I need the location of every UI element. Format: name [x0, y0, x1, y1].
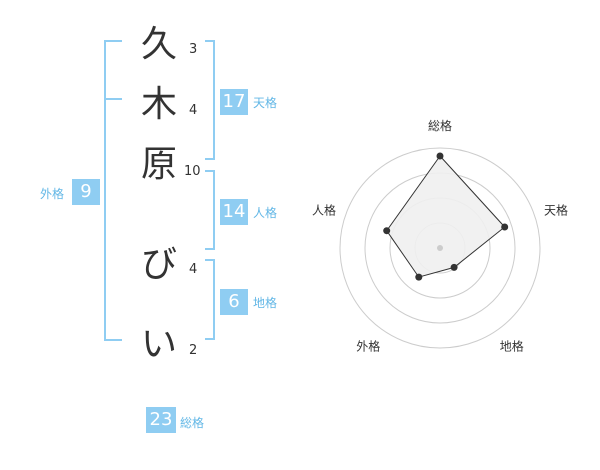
name-char-2: 木 — [140, 84, 177, 125]
tenkaku-label: 天格 — [253, 96, 278, 110]
radar-axis-label-1: 総格 — [428, 118, 452, 133]
name-char-3: 原 — [140, 144, 177, 185]
tenkaku-badge: 17 — [220, 89, 248, 115]
radar-axis-label-4: 外格 — [356, 339, 380, 354]
jinkaku-badge: 14 — [220, 199, 248, 225]
radar-center-dot — [437, 245, 443, 251]
radar-point-5 — [383, 227, 391, 235]
gaikaku-badge: 9 — [72, 179, 100, 205]
chikaku-badge: 6 — [220, 289, 248, 315]
soukaku-badge: 23 — [146, 407, 176, 433]
soukaku-label: 総格 — [180, 416, 205, 430]
name-char-5: い — [140, 324, 177, 365]
name-char-4: び — [140, 244, 177, 285]
gaikaku-label: 外格 — [40, 187, 65, 201]
radar-ring-4 — [339, 147, 541, 349]
stroke-count-2: 4 — [189, 103, 198, 118]
chikaku-label: 地格 — [253, 296, 278, 310]
radar-axis-label-3: 地格 — [500, 339, 524, 354]
stroke-count-3: 10 — [184, 164, 201, 179]
stroke-count-1: 3 — [189, 42, 198, 57]
radar-axis-label-5: 人格 — [312, 202, 336, 217]
stroke-count-4: 4 — [189, 262, 198, 277]
radar-point-1 — [436, 152, 444, 160]
radar-point-3 — [450, 263, 458, 271]
radar-point-4 — [415, 273, 423, 281]
jinkaku-label: 人格 — [253, 206, 278, 220]
name-char-1: 久 — [140, 24, 177, 65]
radar-point-2 — [501, 223, 509, 231]
radar-area — [386, 155, 506, 278]
radar-axis-label-2: 天格 — [544, 202, 568, 217]
stroke-count-5: 2 — [189, 343, 198, 358]
